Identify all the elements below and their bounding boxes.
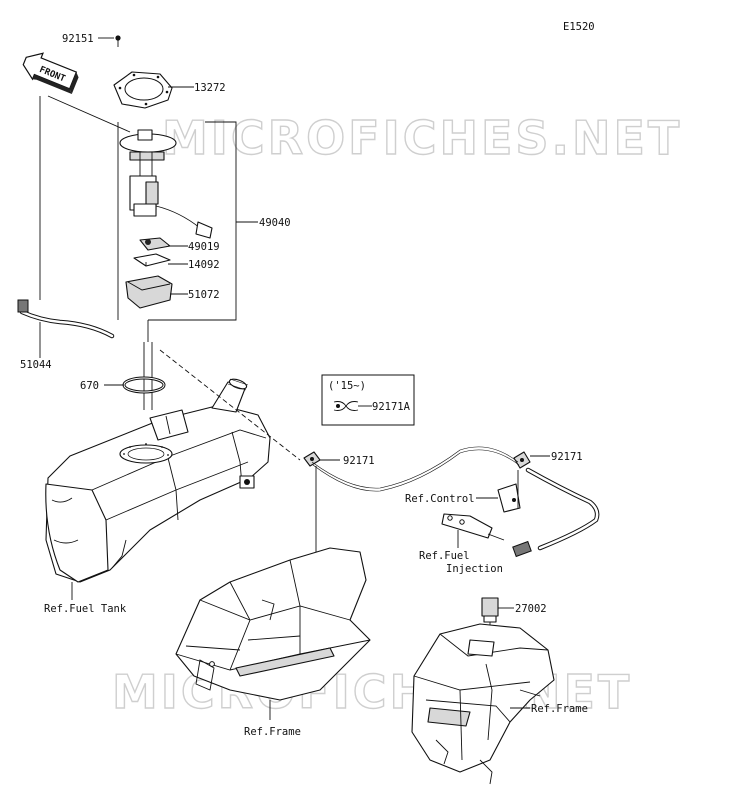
- fuel-tank: [45, 378, 271, 583]
- filter-49019: [139, 237, 171, 251]
- hose-51044: [17, 299, 115, 339]
- ref-fuel-injection-1: Ref.Fuel: [419, 550, 470, 562]
- bolt-92151: [98, 35, 121, 47]
- front-arrow-icon: FRONT: [22, 52, 79, 95]
- label-14092: 14092: [188, 259, 220, 271]
- ref-fuel-injection-2: Injection: [446, 563, 503, 575]
- fuel-hose-injection: [512, 467, 600, 558]
- label-13272: 13272: [194, 82, 226, 94]
- clamp-92171-left: [303, 451, 321, 467]
- label-670: 670: [80, 380, 99, 392]
- label-27002: 27002: [515, 603, 547, 615]
- label-51072: 51072: [188, 289, 220, 301]
- inset-box: ('15~) 92171A: [321, 374, 415, 426]
- label-92171-left: 92171: [343, 455, 375, 467]
- ref-fuel-tank: Ref.Fuel Tank: [44, 603, 127, 615]
- relay-27002: [481, 597, 499, 623]
- clamp-92171-right: [513, 451, 531, 469]
- fuel-injection-rail: [441, 513, 505, 541]
- control-bracket: [497, 470, 521, 513]
- clip-92171A-icon: [333, 401, 359, 411]
- ref-frame-right: Ref.Frame: [531, 703, 588, 715]
- watermark-top: MICROFICHES.NET: [162, 111, 682, 165]
- label-49019: 49019: [188, 241, 220, 253]
- label-92151: 92151: [62, 33, 94, 45]
- inset-year: ('15~): [328, 380, 366, 392]
- cover-14092: [133, 253, 171, 267]
- fuel-pump-49040: [119, 129, 213, 239]
- label-92171A: 92171A: [372, 401, 411, 413]
- bracket-51072: [125, 275, 173, 309]
- label-51044: 51044: [20, 359, 52, 371]
- label-49040: 49040: [259, 217, 291, 229]
- frame-right: [411, 623, 555, 785]
- frame-left: [175, 547, 371, 701]
- ring-13272: [113, 71, 173, 109]
- ref-frame-left: Ref.Frame: [244, 726, 301, 738]
- diagram-code: E1520: [563, 21, 595, 33]
- label-92171-right: 92171: [551, 451, 583, 463]
- ref-control: Ref.Control: [405, 493, 475, 505]
